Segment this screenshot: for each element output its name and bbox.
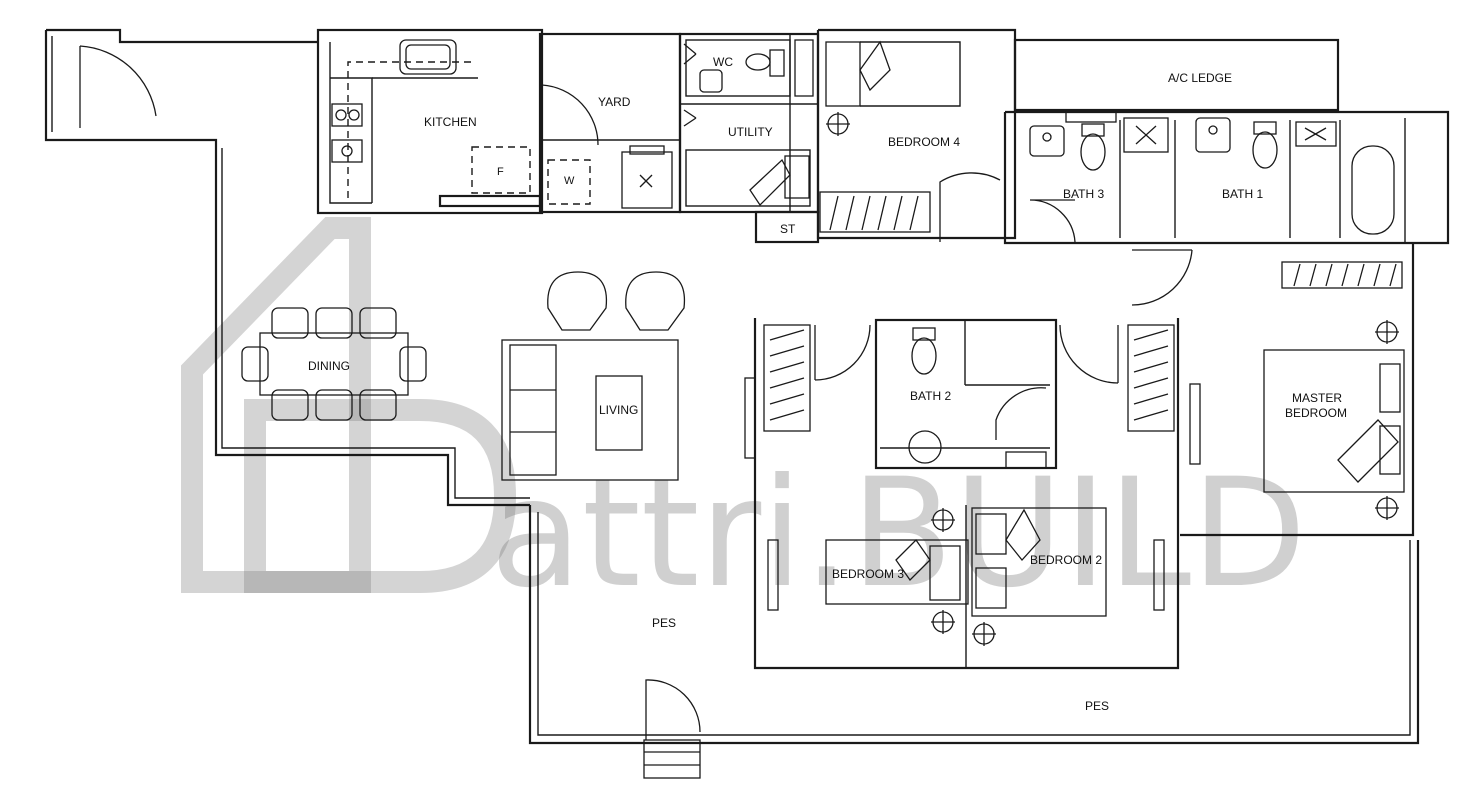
label-yard: YARD (598, 95, 631, 109)
label-pes-right: PES (1085, 699, 1109, 713)
bedroom-fixtures (744, 324, 1201, 646)
label-store: ST (780, 222, 796, 236)
dining-table (241, 307, 427, 421)
label-bedroom-2: BEDROOM 2 (1030, 553, 1102, 567)
label-ac-ledge: A/C LEDGE (1168, 71, 1232, 85)
label-dining: DINING (308, 359, 350, 373)
label-bath-3: BATH 3 (1063, 187, 1104, 201)
kitchen-fixtures (331, 39, 673, 209)
label-bedroom-3: BEDROOM 3 (832, 567, 904, 581)
label-living: LIVING (599, 403, 638, 417)
label-bath-2: BATH 2 (910, 389, 951, 403)
label-master-line2: BEDROOM (1285, 406, 1347, 420)
watermark-text: attri.BUILD (490, 447, 1307, 621)
label-washer: W (564, 175, 575, 187)
label-kitchen: KITCHEN (424, 115, 477, 129)
label-wc: WC (713, 55, 733, 69)
label-fridge: F (497, 166, 504, 178)
bedroom4-fixtures (819, 40, 931, 233)
label-bedroom-4: BEDROOM 4 (888, 135, 960, 149)
wc-fixtures (683, 39, 814, 207)
bath-fixtures (1029, 111, 1403, 289)
label-utility: UTILITY (728, 125, 773, 139)
doors (79, 45, 1193, 740)
label-pes-left: PES (652, 616, 676, 630)
label-master-line1: MASTER (1292, 391, 1342, 405)
watermark-logo (181, 217, 517, 593)
walls (44, 28, 1450, 779)
living-furniture (501, 271, 686, 481)
label-bath-1: BATH 1 (1222, 187, 1263, 201)
master-fixtures (1263, 320, 1405, 520)
